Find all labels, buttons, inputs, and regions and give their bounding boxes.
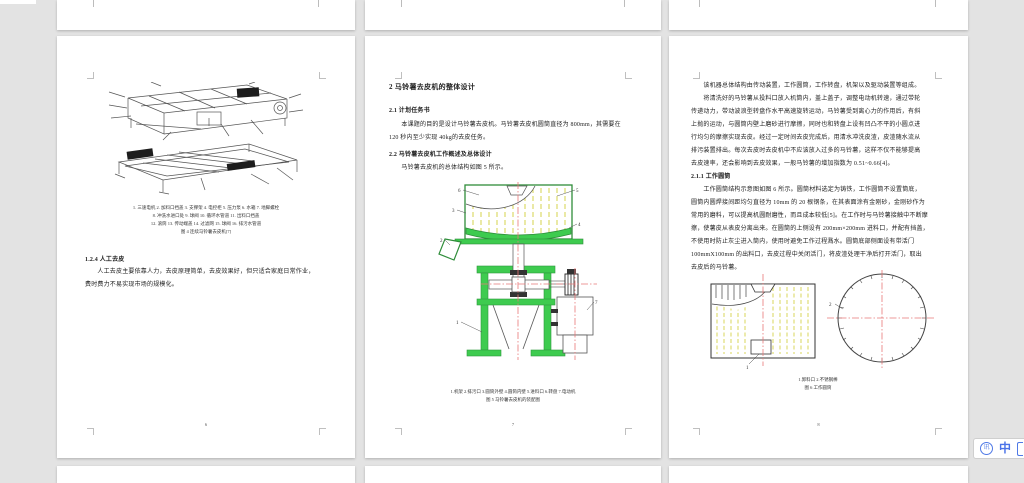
text-boundary-mark bbox=[87, 428, 94, 435]
section-heading-22: 2.2 马铃薯去皮机工作概述及总体设计 bbox=[389, 152, 492, 158]
figure6-section-drawing: 2 bbox=[825, 270, 935, 370]
figure5-label-6: 6 bbox=[458, 189, 461, 194]
page-partial-top-3[interactable] bbox=[669, 0, 968, 30]
page-number: 7 bbox=[511, 422, 515, 427]
ime-toolbar[interactable]: 讯 中 bbox=[973, 438, 1024, 459]
overview-paragraph: 马铃薯去皮机的总体结构如图 5 所示。 bbox=[389, 165, 508, 171]
drum-paragraph: 工作圆筒结构示意图如图 6 所示。圆筒材料选定为铸铁，工作圆筒不设置筒底， 圆筒… bbox=[691, 187, 929, 271]
page-partial-bottom-2[interactable] bbox=[365, 466, 661, 483]
page-partial-top-2[interactable] bbox=[365, 0, 661, 30]
text-boundary-mark bbox=[625, 428, 632, 435]
page-number: 8 bbox=[817, 422, 820, 427]
figure5-label-2: 2 bbox=[440, 239, 443, 244]
figure6-label-outlet: 1 bbox=[746, 366, 749, 370]
page-6[interactable]: 1. 三速电机 2. 加料口挡盖 3. 支撑架 4. 电控柜 5. 压力泵 6.… bbox=[57, 36, 355, 458]
figure5-label-7: 7 bbox=[595, 301, 598, 306]
figure5-label-1: 1 bbox=[456, 321, 459, 326]
figure5-svg: 6 5 3 4 2 1 7 bbox=[438, 182, 598, 360]
text-boundary-mark bbox=[935, 428, 942, 435]
margin-mark bbox=[401, 0, 402, 7]
text-boundary-mark bbox=[395, 428, 402, 435]
text-boundary-mark bbox=[395, 72, 402, 79]
ime-mode-toggle[interactable]: 中 bbox=[999, 441, 1012, 455]
text-boundary-mark bbox=[319, 72, 326, 79]
page-partial-bottom-1[interactable] bbox=[57, 466, 355, 483]
margin-mark bbox=[699, 0, 700, 7]
ime-partial-icon[interactable] bbox=[1017, 441, 1024, 456]
text-boundary-mark bbox=[625, 72, 632, 79]
figure5-caption: 1.机架 2.排污口 3.圆筒外壁 4.圆筒内壁 5.进料口 6.转盘 7.电动… bbox=[450, 389, 576, 402]
section-heading-21: 2.1 计划任务书 bbox=[389, 108, 430, 114]
ime-logo-icon[interactable]: 讯 bbox=[980, 442, 993, 455]
page-8[interactable]: 该机器总体结构由传动装置，工作圆筒，工作转盘，机架以及驱动装置等组成。 将清洗好… bbox=[669, 36, 968, 458]
figure6-label-rod: 2 bbox=[829, 303, 832, 308]
page-7[interactable]: 2 马铃薯去皮机的整体设计 2.1 计划任务书 本课题的目的是设计马铃薯去皮机。… bbox=[365, 36, 661, 458]
text-boundary-mark bbox=[693, 72, 700, 79]
margin-mark bbox=[624, 0, 625, 7]
text-boundary-mark bbox=[693, 428, 700, 435]
figure5-drawing: 6 5 3 4 2 1 7 bbox=[437, 182, 602, 382]
text-boundary-mark bbox=[319, 428, 326, 435]
figure5-label-5: 5 bbox=[576, 189, 579, 194]
figure5-label-3: 3 bbox=[452, 209, 455, 214]
figure6-section-svg: 2 bbox=[827, 270, 935, 370]
section-heading-211: 2.1.1 工作圆筒 bbox=[691, 174, 731, 180]
page-partial-bottom-3[interactable] bbox=[669, 466, 968, 483]
text-boundary-mark bbox=[87, 72, 94, 79]
figure4-drawing bbox=[101, 81, 311, 204]
figure5-label-4: 4 bbox=[578, 223, 581, 228]
margin-mark bbox=[318, 0, 319, 7]
figure6-drum-drawing: 1 bbox=[707, 274, 819, 371]
chapter-heading: 2 马铃薯去皮机的整体设计 bbox=[389, 83, 476, 91]
manual-peeling-paragraph: 人工去皮主要依靠人力，去皮原理简单，去皮效果好，但只适合家庭日常作业， 费时费力… bbox=[85, 269, 315, 288]
figure4-svg bbox=[108, 81, 304, 195]
page-partial-top-1[interactable] bbox=[57, 0, 355, 30]
figure4-caption: 1. 三速电机 2. 加料口挡盖 3. 支撑架 4. 电控柜 5. 压力泵 6.… bbox=[132, 205, 280, 234]
margin-mark bbox=[93, 0, 94, 7]
margin-mark bbox=[935, 0, 936, 7]
page-partial-top-corner[interactable] bbox=[0, 0, 36, 4]
task-paragraph: 本课题的目的是设计马铃薯去皮机。马铃薯去皮机圆筒直径为 800mm，其需要在 1… bbox=[389, 122, 621, 141]
working-principle-paragraph: 该机器总体结构由传动装置，工作圆筒，工作转盘，机架以及驱动装置等组成。 将清洗好… bbox=[691, 83, 921, 167]
figure6-caption: 1.卸料口 2.不锈钢棒 图 6 工作圆筒 bbox=[798, 377, 838, 390]
section-heading-124: 1.2.4 人工去皮 bbox=[85, 257, 125, 263]
figure6-drum-svg: 1 bbox=[710, 274, 816, 371]
text-boundary-mark bbox=[935, 72, 942, 79]
page-number: 6 bbox=[204, 422, 208, 427]
